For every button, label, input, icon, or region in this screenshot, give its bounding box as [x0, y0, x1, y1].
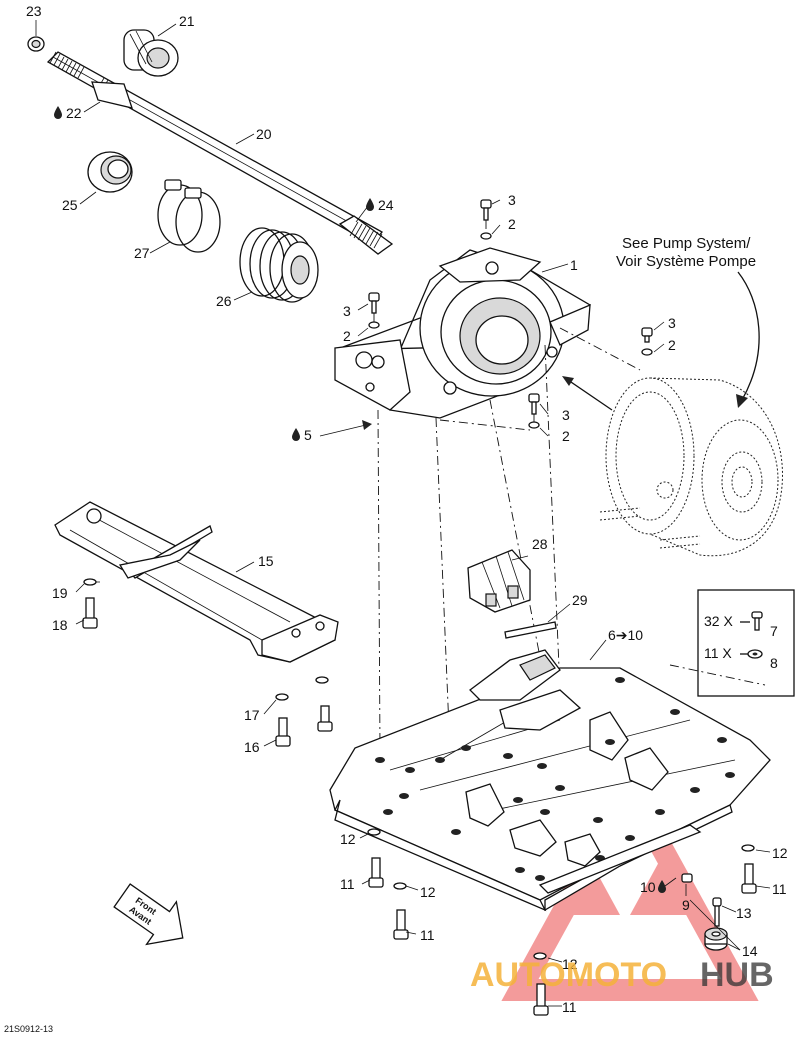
oil-drop-icons: [54, 106, 666, 893]
callout-28: 28: [532, 536, 548, 552]
callout-27: 27: [134, 245, 150, 261]
callout-21: 21: [179, 13, 195, 29]
oil-drop-icon: [54, 106, 62, 119]
callout-5: 5: [304, 427, 312, 443]
part-18-bolt: [82, 597, 98, 629]
callout-12c: 12: [562, 956, 578, 972]
part-27-clamps: [157, 179, 221, 253]
callout-29: 29: [572, 592, 588, 608]
callout-3d: 3: [562, 407, 570, 423]
part-13-bolt: [712, 897, 722, 927]
callout-25: 25: [62, 197, 78, 213]
watermark-text-red: AUTOMOTO: [470, 956, 667, 994]
callout-18: 18: [52, 617, 68, 633]
callout-3c: 3: [668, 315, 676, 331]
pump-note: See Pump System/ Voir Système Pompe: [616, 235, 756, 270]
callout-12a: 12: [340, 831, 356, 847]
callout-11b: 11: [420, 927, 435, 943]
pump-note-line2: Voir Système Pompe: [616, 253, 756, 270]
callout-13: 13: [736, 905, 752, 921]
part-3-bolt-b: [368, 292, 380, 329]
legend-text: 32 X 7 11 X 8: [704, 613, 778, 671]
oil-drop-icon: [292, 428, 300, 441]
callout-labels: 23 21 22 20 25 24 27 26 3 2 1 3 2 3 2 3 …: [26, 3, 788, 1015]
part-21-seal: [123, 29, 179, 77]
callout-10: 10: [640, 879, 656, 895]
callout-12b: 12: [420, 884, 436, 900]
part-12-11-fasteners: [367, 828, 757, 1016]
leader-lines: [35, 20, 771, 1007]
pump-system-outline: [599, 377, 783, 557]
legend-row2-part: 8: [770, 655, 778, 671]
callout-3a: 3: [508, 192, 516, 208]
part-19-washer: [83, 578, 97, 586]
part-25-ring: [87, 151, 133, 193]
watermark-text-dark: HUB: [700, 956, 774, 994]
pump-note-line1: See Pump System/: [622, 235, 751, 252]
part-29-rod: [504, 621, 557, 639]
part-3-bolt-c: [528, 393, 540, 429]
part-15-rail: [54, 501, 339, 663]
callout-2c: 2: [668, 337, 676, 353]
callout-22: 22: [66, 105, 82, 121]
part-1-support: [334, 247, 591, 419]
callout-1: 1: [570, 257, 578, 273]
callout-3b: 3: [343, 303, 351, 319]
callout-15: 15: [258, 553, 274, 569]
part-26-boot: [239, 227, 319, 303]
part-3-bolt-d: [641, 327, 653, 356]
part-10-screw: [681, 873, 693, 883]
callout-11a: 11: [340, 876, 355, 892]
callout-2b: 2: [343, 328, 351, 344]
front-arrow-icon: Front Avant: [113, 883, 184, 946]
callout-16: 16: [244, 739, 260, 755]
callout-20: 20: [256, 126, 272, 142]
callout-2d: 2: [562, 428, 570, 444]
callout-17: 17: [244, 707, 260, 723]
watermark-text: AUTOMOTO HUB: [470, 956, 774, 994]
pump-arrow: [562, 271, 760, 411]
legend-box: [697, 589, 795, 697]
legend-row2-qty: 11 X: [704, 645, 732, 661]
callout-24: 24: [378, 197, 394, 213]
drive-shaft: [46, 51, 394, 255]
part-16-bolts: [275, 705, 333, 747]
callout-11d: 11: [772, 881, 787, 897]
part-9-strip: [538, 824, 702, 894]
oil-drop-icon: [658, 880, 666, 893]
diagram-code: 21S0912-13: [4, 1024, 53, 1034]
callout-6-10: 6➔10: [608, 627, 643, 643]
callout-26: 26: [216, 293, 232, 309]
part-14-bushing: [704, 927, 728, 951]
legend-row1-qty: 32 X: [704, 613, 733, 629]
part-17-washers: [275, 676, 329, 701]
oil-drop-icon: [366, 198, 374, 211]
part-23-cap: [27, 36, 45, 52]
part-28-blocks: [467, 549, 531, 613]
callout-14: 14: [742, 943, 758, 959]
callout-2a: 2: [508, 216, 516, 232]
callout-23: 23: [26, 3, 42, 19]
callout-12d: 12: [772, 845, 788, 861]
part-3-bolt-a: [480, 199, 492, 240]
callout-11c: 11: [562, 999, 577, 1015]
callout-9: 9: [682, 897, 690, 913]
callout-19: 19: [52, 585, 68, 601]
legend-row1-part: 7: [770, 623, 778, 639]
part-6-plate: [329, 649, 771, 912]
